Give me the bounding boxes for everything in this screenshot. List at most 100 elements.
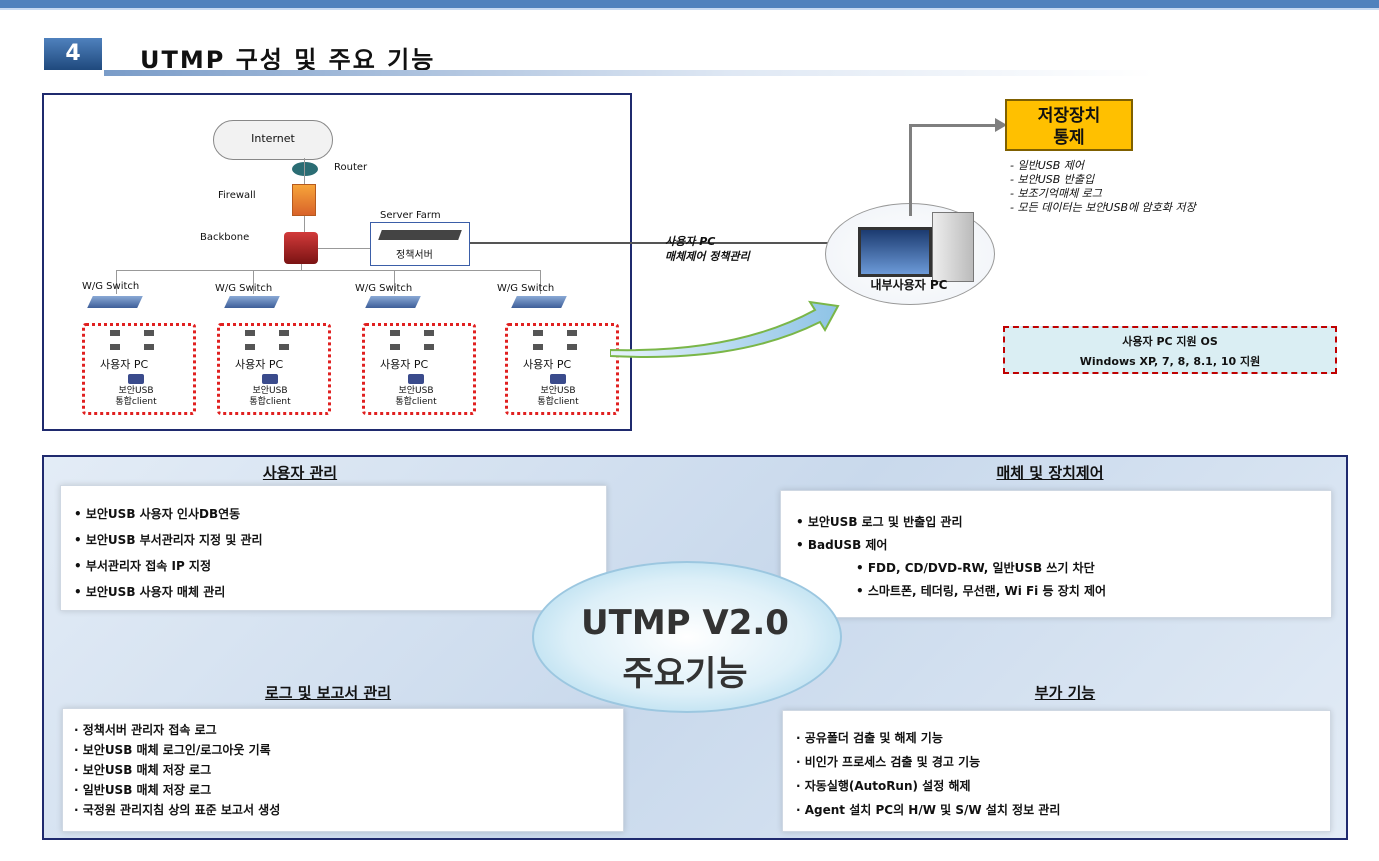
policy-link-line [470,242,830,244]
user-mgmt-list: • 보안USB 사용자 인사DB연동 • 보안USB 부서관리자 지정 및 관리… [74,501,263,605]
list-item: · 국정원 관리지침 상의 표준 보고서 생성 [74,803,281,817]
internet-label: Internet [251,132,295,145]
os-support-line2: Windows XP, 7, 8, 8.1, 10 지원 [1079,355,1261,368]
pc-icon [567,344,577,350]
pc-icon [533,344,543,350]
list-item: • 보안USB 사용자 매체 관리 [74,585,226,599]
storage-item: 보안USB 반출입 [1010,173,1196,187]
list-item: · 보안USB 매체 저장 로그 [74,763,212,777]
pc-icon [279,330,289,336]
list-item: · 비인가 프로세스 검출 및 경고 기능 [796,755,981,769]
center-title-line1: UTMP V2.0 [581,603,789,643]
storage-title-1: 저장장치 [1037,106,1101,126]
server-link-line [318,248,370,249]
center-title-line2: 주요기능 [622,654,748,694]
storage-title-2: 통제 [1053,128,1085,148]
media-ctrl-list: • 보안USB 로그 및 반출입 관리 • BadUSB 제어 • FDD, C… [796,511,1106,603]
list-item: • 보안USB 사용자 인사DB연동 [74,507,241,521]
storage-control-box: 저장장치 통제 [1005,99,1133,151]
pc-icon [245,344,255,350]
monitor-icon [858,227,932,277]
storage-item: 일반USB 제어 [1010,159,1196,173]
extra-list: · 공유폴더 검출 및 해제 기능 · 비인가 프로세스 검출 및 경고 기능 … [796,726,1060,822]
list-subitem: • 스마트폰, 테더링, 무선랜, Wi Fi 등 장치 제어 [856,584,1107,598]
usb-line1: 보안USB [252,386,288,396]
pc-icon [533,330,543,336]
backbone-down-line [301,264,302,270]
policy-line2: 매체제어 정책관리 [665,250,750,263]
user-mgmt-panel [60,485,607,611]
switch-label-1: W/G Switch [82,281,140,292]
user-pc-group-1 [82,323,196,415]
list-item: • 보안USB 부서관리자 지정 및 관리 [74,533,263,547]
user-pc-group-4 [505,323,619,415]
switch-label-3: W/G Switch [355,283,413,294]
user-pc-label: 사용자 PC [523,358,572,371]
usb-line2: 통합client [115,397,157,407]
router-icon [292,162,318,176]
router-label: Router [334,162,368,173]
drop-line-4 [540,270,541,294]
user-pc-group-3 [362,323,476,415]
extra-panel [782,710,1331,832]
green-curved-arrow-icon [610,300,840,358]
usb-line1: 보안USB [118,386,154,396]
pc-tower-icon [932,212,974,282]
list-item: · 일반USB 매체 저장 로그 [74,783,212,797]
pc-icon [390,330,400,336]
distribution-line [116,270,540,271]
switch-label-4: W/G Switch [497,283,555,294]
storage-arrow-horizontal [909,124,999,127]
os-support-box: 사용자 PC 지원 OS Windows XP, 7, 8, 8.1, 10 지… [1003,326,1337,374]
policy-server-label: 정책서버 [396,250,433,261]
user-pc-label: 사용자 PC [235,358,284,371]
list-item: • 부서관리자 접속 IP 지정 [74,559,212,573]
firewall-label: Firewall [218,190,256,201]
pc-icon [110,330,120,336]
switch-icon [511,296,567,308]
pc-icon [110,344,120,350]
list-subitem: • FDD, CD/DVD-RW, 일반USB 쓰기 차단 [856,561,1095,575]
extra-title: 부가 기능 [1034,684,1096,702]
user-pc-label: 사용자 PC [380,358,429,371]
pc-icon [279,344,289,350]
media-ctrl-panel [780,490,1332,618]
internet-cloud-icon: Internet [213,120,333,160]
switch-icon [365,296,421,308]
arrow-head-icon [995,118,1007,132]
page-title: UTMP 구성 및 주요 기능 [140,46,436,74]
list-item: • BadUSB 제어 [796,538,888,552]
usb-line1: 보안USB [398,386,434,396]
log-report-panel [62,708,624,832]
policy-label: 사용자 PC 매체제어 정책관리 [665,234,750,264]
log-report-list: · 정책서버 관리자 접속 로그 · 보안USB 매체 로그인/로그아웃 기록 … [74,720,280,820]
server-device-icon [378,230,462,240]
pc-icon [245,330,255,336]
top-bar-accent [0,8,1379,10]
switch-label-2: W/G Switch [215,283,273,294]
title-rule [104,70,1154,76]
usb-icon [128,374,144,384]
server-farm-label: Server Farm [380,210,441,221]
pc-icon [424,344,434,350]
usb-icon [262,374,278,384]
usb-line2: 통합client [395,397,437,407]
backbone-switch-icon [284,232,318,264]
backbone-label: Backbone [200,232,250,243]
user-pc-group-2 [217,323,331,415]
storage-item: 보조기억매체 로그 [1010,187,1196,201]
server-farm-box [370,222,470,266]
list-item: · 자동실행(AutoRun) 설정 해제 [796,779,971,793]
internal-pc-label: 내부사용자 PC [870,278,948,292]
list-item: · Agent 설치 PC의 H/W 및 S/W 설치 정보 관리 [796,803,1061,817]
center-circle [532,561,842,713]
usb-line2: 통합client [537,397,579,407]
pc-icon [567,330,577,336]
policy-line1: 사용자 PC [665,235,716,248]
drop-line-1 [116,270,117,294]
usb-line2: 통합client [249,397,291,407]
